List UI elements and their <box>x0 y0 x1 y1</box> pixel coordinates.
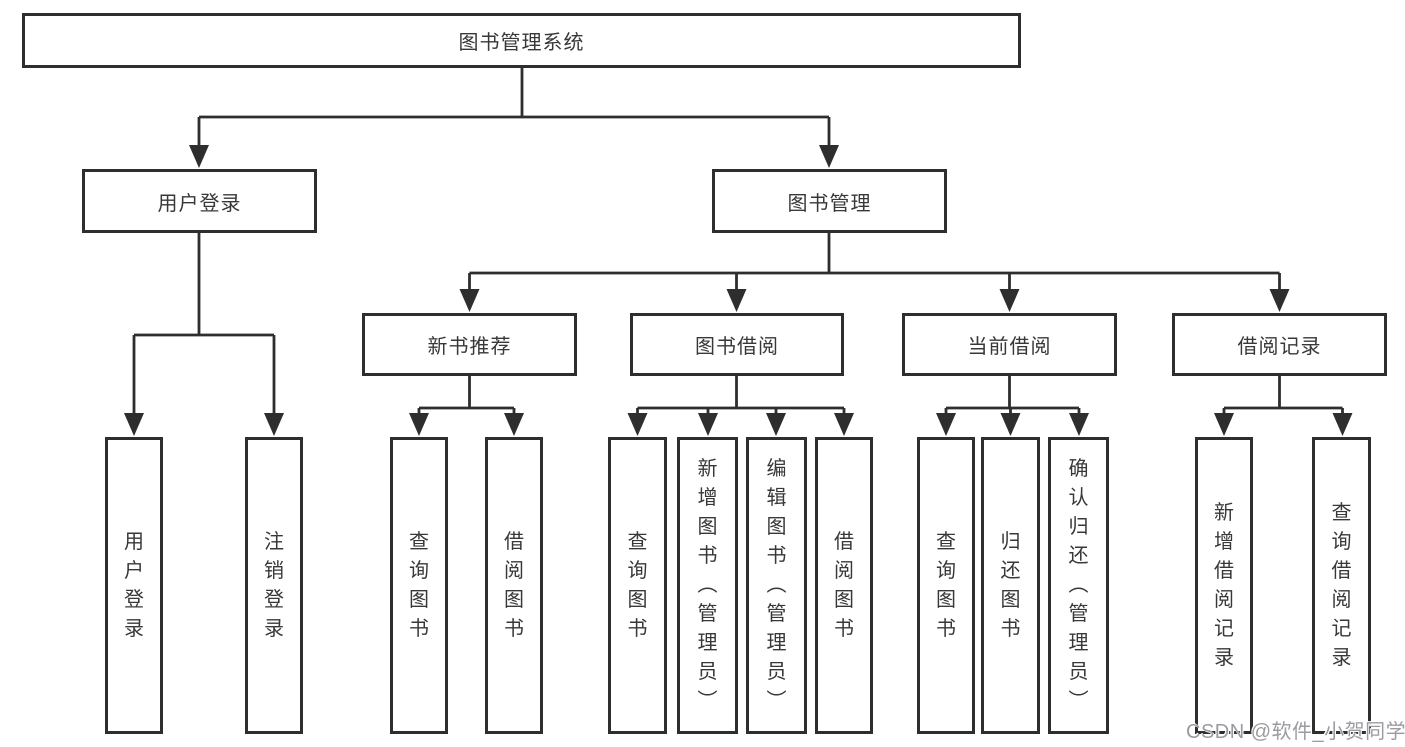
leaf-query-books-borrow: 查询图书 <box>608 437 667 734</box>
leaf-return-books: 归还图书 <box>981 437 1040 734</box>
watermark: CSDN @软件_小贺同学 <box>1186 721 1405 743</box>
leaf-query-borrow-record: 查询借阅记录 <box>1312 437 1371 734</box>
node-book-management: 图书管理 <box>712 169 947 233</box>
node-current-borrowing: 当前借阅 <box>902 313 1117 376</box>
leaf-logout: 注销登录 <box>245 437 303 734</box>
leaf-user-login: 用户登录 <box>105 437 163 734</box>
leaf-confirm-return-admin: 确认归还︵管理员︶ <box>1048 437 1109 734</box>
node-new-book-recommendation: 新书推荐 <box>362 313 577 376</box>
node-user-login: 用户登录 <box>82 169 317 233</box>
leaf-borrow-books-borrow: 借阅图书 <box>815 437 873 734</box>
leaf-query-books-current: 查询图书 <box>917 437 975 734</box>
leaf-edit-books-admin: 编辑图书︵管理员︶ <box>746 437 807 734</box>
node-library-management-system: 图书管理系统 <box>22 13 1021 68</box>
leaf-query-books-newbook: 查询图书 <box>390 437 448 734</box>
node-borrowing-records: 借阅记录 <box>1172 313 1387 376</box>
leaf-add-books-admin: 新增图书︵管理员︶ <box>677 437 738 734</box>
leaf-add-borrow-record: 新增借阅记录 <box>1195 437 1253 734</box>
node-book-borrowing: 图书借阅 <box>630 313 844 376</box>
leaf-borrow-books-newbook: 借阅图书 <box>485 437 543 734</box>
